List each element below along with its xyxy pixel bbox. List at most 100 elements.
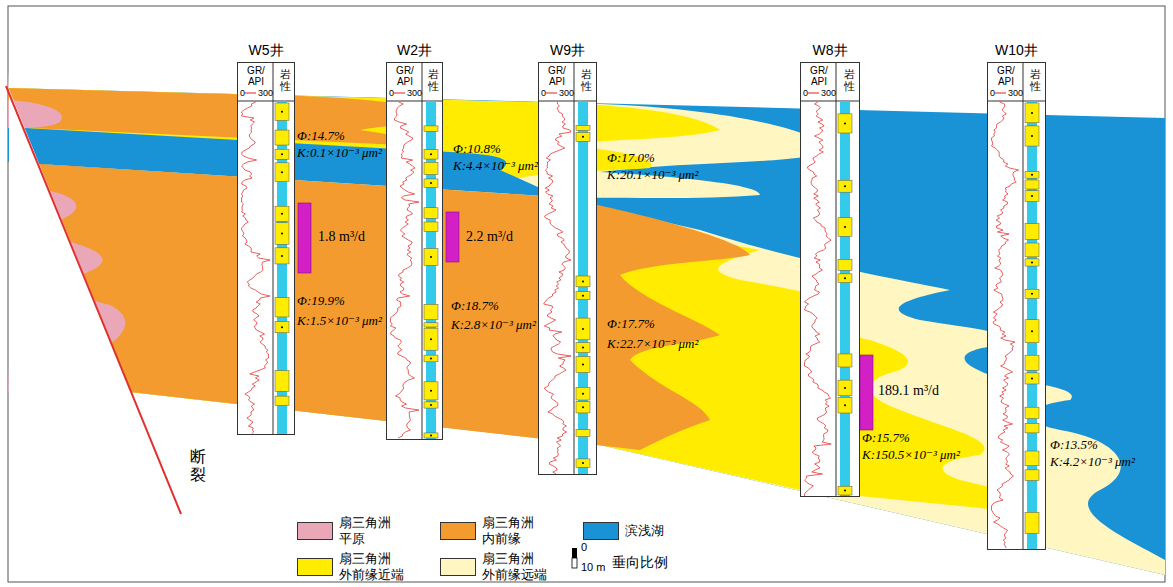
sand-bed [576,342,590,352]
column-rule [836,62,837,497]
sand-bed [275,248,289,264]
header-rule [538,101,597,102]
lithology-header: 岩性 [280,68,291,92]
grain-dot [844,122,846,124]
sand-bed [576,459,590,467]
sand-bed [424,433,438,438]
well-name: W10井 [958,42,1075,60]
legend-swatch [297,558,333,576]
legend-text: 扇三角洲 外前缘近端 [339,551,404,582]
grain-dot [281,255,283,257]
grain-dot [582,136,584,138]
scale-min: 0 [803,88,808,98]
sand-bed [838,218,852,236]
sand-bed [838,180,852,192]
scale-line [245,93,256,94]
reservoir-property: Φ:10.8% [453,141,501,157]
sand-bed [1025,423,1039,432]
column-rule [1023,62,1024,550]
well-name: W5井 [208,42,324,60]
well-name: W2井 [357,42,472,60]
log-header: GR/ API [810,65,828,87]
gr-curve [805,102,832,496]
reservoir-property: K:1.5×10⁻³ μm² [297,313,382,329]
fault-label: 断裂 [190,448,206,483]
sand-bed [1025,172,1039,179]
log-header: GR/ API [396,65,414,87]
production-bar [446,212,459,262]
sand-bed [576,276,590,287]
sand-bed [1025,373,1039,384]
sand-bed [1025,451,1039,466]
header-rule [987,101,1046,102]
production-rate: 2.2 m³/d [466,229,513,245]
grain-dot [430,338,432,340]
well-name: W9井 [509,42,626,60]
reservoir-property: Φ:17.0% [607,150,655,166]
grain-dot [582,328,584,330]
log-traces [237,62,1046,550]
well-ground [237,62,295,435]
grain-dot [430,404,432,406]
sand-bed [424,382,438,400]
grain-dot [430,434,432,436]
sand-bed [275,206,289,221]
grain-dot [844,277,846,279]
gr-curve [544,102,571,474]
grain-dot [582,406,584,408]
grain-dot [281,213,283,215]
grain-dot [582,364,584,366]
scale-line [808,93,819,94]
production-rate: 189.1 m³/d [878,383,939,399]
sand-bed [424,208,438,218]
grain-dot [844,185,846,187]
grain-dot [281,326,283,328]
reservoir-property: K:22.7×10⁻³ μm² [607,336,698,352]
scale-max: 300 [821,88,836,98]
production-bar [298,203,311,273]
reservoir-property: Φ:19.9% [297,293,345,309]
well-log-column: W2井GR/ API0300岩性 [386,62,443,440]
sand-bed [1025,180,1039,189]
sand-bed [576,125,590,130]
legend-swatch [440,558,476,576]
grain-dot [281,153,283,155]
sand-bed [838,259,852,270]
sand-bed [1025,224,1039,240]
sand-bed [275,130,289,145]
sand-bed [275,322,289,333]
sand-bed [424,162,438,174]
well-log-column: W5井GR/ API0300岩性 [237,62,295,435]
grain-dot [1031,195,1033,197]
production-rate: 1.8 m³/d [318,229,365,245]
column-rule [422,62,423,440]
sand-bed [1025,191,1039,202]
sand-bed [275,396,289,405]
reservoir-property: Φ:17.7% [607,316,655,332]
inner-front-upper [8,88,441,145]
sand-bed [424,150,438,159]
well-ground [538,62,597,475]
sand-bed [424,402,438,408]
scale-min: 0 [990,88,995,98]
legend-text: 扇三角洲 内前缘 [482,515,534,546]
sand-bed [275,163,289,182]
sand-bed [275,371,289,392]
header-rule [800,101,860,102]
sand-bed [576,387,590,400]
footwall-blank [9,70,181,512]
lithology-strip [578,101,588,474]
sand-bed [275,298,289,317]
grain-dot [1031,174,1033,176]
grain-dot [1031,293,1033,295]
grain-dot [1031,377,1033,379]
grain-dot [1031,112,1033,114]
sand-bed [576,292,590,300]
legend-text: 扇三角洲 外前缘远端 [482,551,547,582]
lithology-header: 岩性 [428,68,439,92]
sand-bed [1025,355,1039,370]
sand-bed [838,114,852,133]
lithology-header: 岩性 [844,68,855,92]
fault-line [6,86,181,514]
sand-bed [424,179,438,187]
